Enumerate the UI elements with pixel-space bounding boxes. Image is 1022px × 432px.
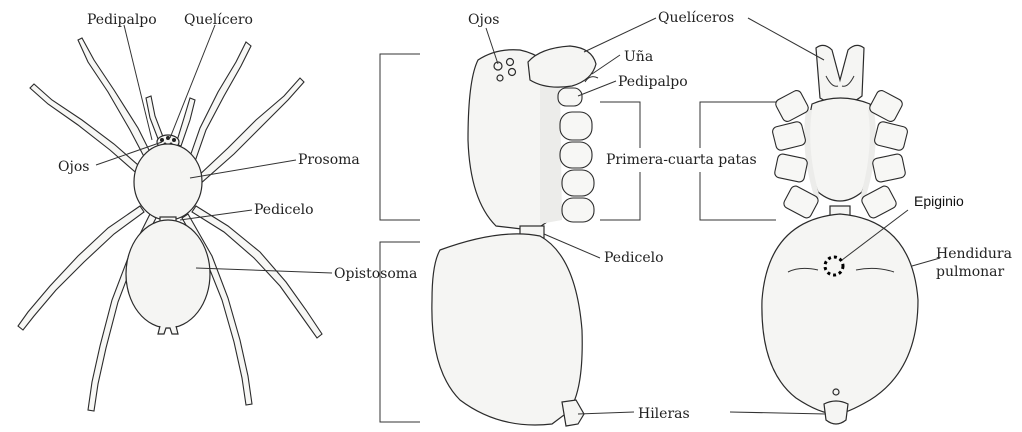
dorsal-prosoma-shape (134, 144, 202, 220)
label-ojos-dorsal: Ojos (58, 159, 89, 175)
lateral-view-drawing (380, 46, 598, 426)
lateral-brackets (380, 54, 420, 422)
ventral-view-drawing (762, 45, 918, 424)
lateral-coxae (558, 88, 594, 222)
label-pulmonar: pulmonar (936, 264, 1005, 280)
label-epiginio: Epiginio (914, 193, 964, 209)
label-hileras: Hileras (638, 406, 690, 422)
label-hendidura: Hendidura (936, 246, 1012, 262)
label-prosoma: Prosoma (298, 152, 360, 168)
ventral-opisthosoma-shape (762, 214, 918, 414)
dorsal-leader-lines (96, 25, 332, 273)
ventral-chelicerae-shape (816, 45, 864, 104)
label-ojos-lateral: Ojos (468, 12, 499, 28)
dorsal-view-drawing (18, 38, 322, 411)
label-una: Uña (624, 49, 653, 65)
label-queliceros: Quelíceros (658, 10, 734, 26)
label-pedicelo-dorsal: Pedicelo (254, 202, 314, 218)
ventral-sternum-shape (808, 98, 873, 201)
label-pedicelo-lateral: Pedicelo (604, 250, 664, 266)
dorsal-spinnerets-shape (158, 326, 178, 334)
label-pedipalpo-dorsal: Pedipalpo (87, 12, 157, 28)
label-opistosoma: Opistosoma (334, 266, 417, 282)
label-pedipalpo-lateral: Pedipalpo (618, 74, 688, 90)
ventral-spinnerets-shape (824, 401, 848, 424)
lateral-spinnerets-shape (562, 400, 584, 426)
label-primera-cuarta-patas: Primera-cuarta patas (606, 152, 757, 168)
label-quelicero-dorsal: Quelícero (184, 12, 253, 28)
lateral-opisthosoma-shape (432, 234, 582, 425)
dorsal-opisthosoma-shape (126, 220, 210, 328)
